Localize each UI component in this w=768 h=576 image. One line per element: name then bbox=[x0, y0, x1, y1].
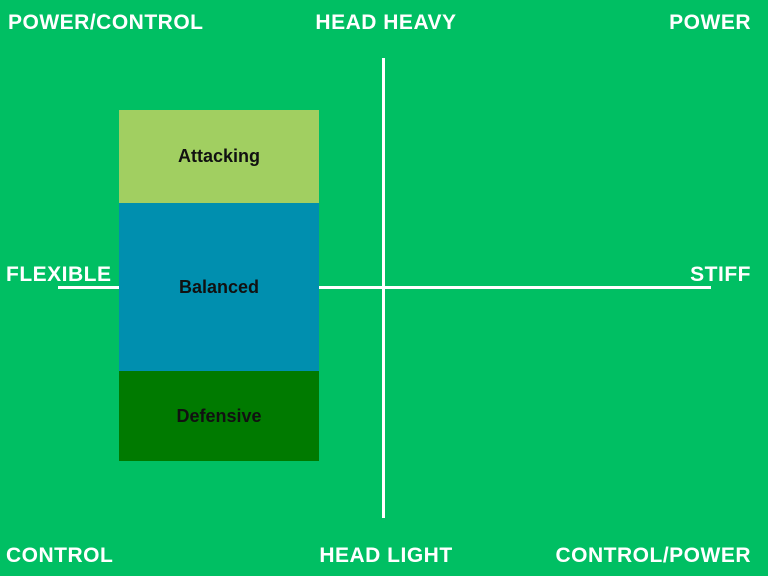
label-flexible: FLEXIBLE bbox=[6, 263, 112, 286]
defensive-label: Defensive bbox=[176, 405, 262, 426]
label-stiff: STIFF bbox=[690, 263, 751, 286]
defensive-block: Defensive bbox=[119, 371, 319, 461]
label-power-control: POWER/CONTROL bbox=[8, 11, 204, 34]
label-head-heavy: HEAD HEAVY bbox=[315, 11, 457, 34]
balanced-block: Balanced bbox=[119, 203, 319, 371]
label-head-light: HEAD LIGHT bbox=[319, 544, 453, 567]
horizontal-axis-line bbox=[58, 286, 711, 289]
label-control: CONTROL bbox=[6, 544, 114, 567]
attacking-block: Attacking bbox=[119, 110, 319, 203]
label-control-power: CONTROL/POWER bbox=[555, 544, 751, 567]
attacking-label: Attacking bbox=[177, 146, 260, 166]
label-power: POWER bbox=[669, 11, 751, 34]
balanced-label: Balanced bbox=[178, 276, 260, 297]
